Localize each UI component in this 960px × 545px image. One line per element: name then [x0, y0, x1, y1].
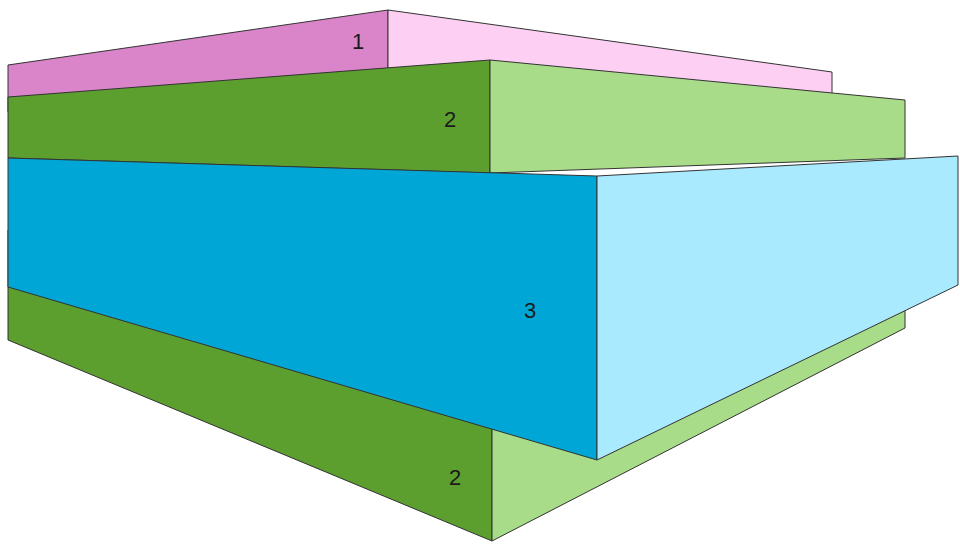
layer-band: 2: [446, 465, 464, 491]
layer-band: 1: [349, 29, 367, 55]
layer-face: [8, 158, 597, 460]
layer-face: [8, 60, 490, 173]
layer-number: 2: [441, 107, 459, 133]
layer-number: 3: [521, 298, 539, 324]
layer-face: [597, 156, 958, 460]
layer-band: 2: [441, 107, 459, 133]
layer-number: 2: [446, 465, 464, 491]
layer-number: 1: [349, 29, 367, 55]
layer-band: 3: [521, 298, 539, 324]
layer-face: [490, 60, 905, 173]
